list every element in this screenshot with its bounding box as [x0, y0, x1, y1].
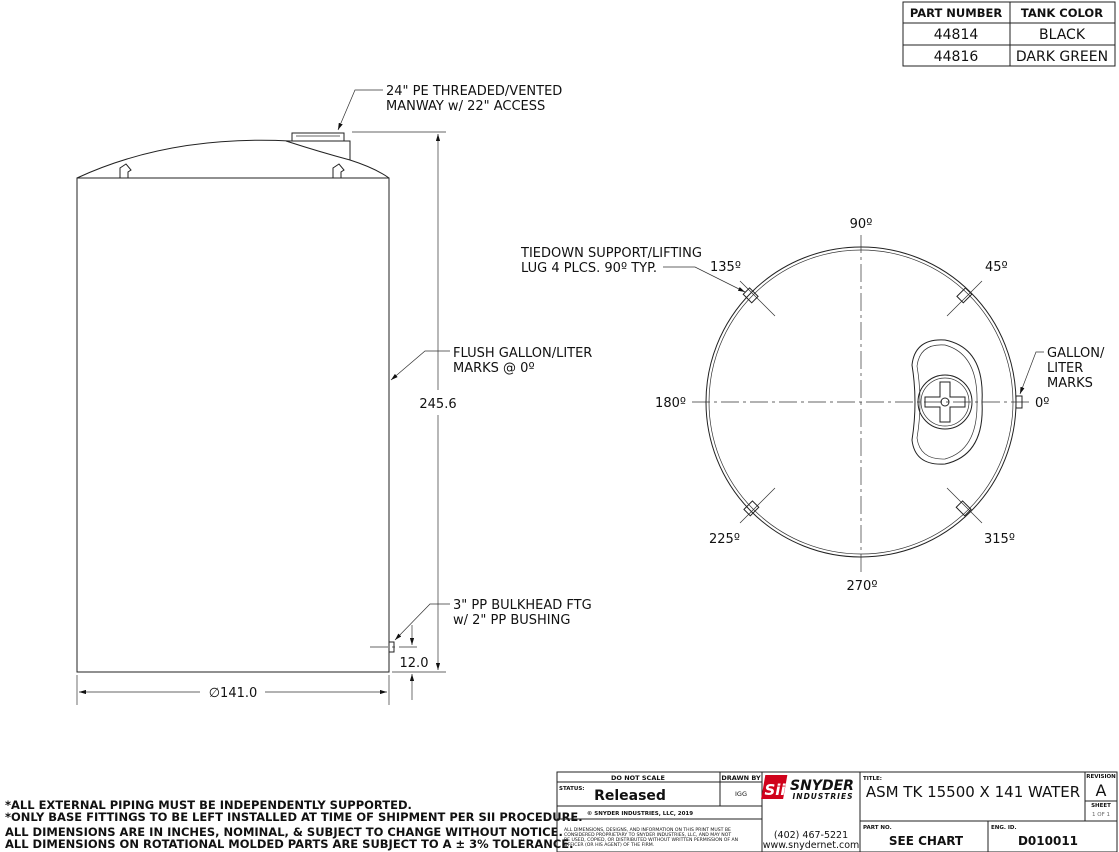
gallon-marks-icon: [1015, 395, 1023, 409]
lug-icon: [743, 500, 760, 517]
note: *ONLY BASE FITTINGS TO BE LEFT INSTALLED…: [5, 810, 583, 824]
part-no-label: PART NO.: [863, 825, 892, 831]
gallon-callout: FLUSH GALLON/LITER: [453, 346, 592, 361]
cell-color: DARK GREEN: [1016, 49, 1108, 65]
lug-icon: [956, 287, 973, 304]
gallon-plan-callout: GALLON/: [1047, 346, 1105, 361]
manway-plan-icon: [911, 339, 983, 465]
note: *ALL EXTERNAL PIPING MUST BE INDEPENDENT…: [5, 798, 412, 812]
website[interactable]: www.snydernet.com: [763, 840, 860, 851]
eng-id: D010011: [1018, 834, 1078, 848]
lug-icon: [742, 287, 759, 304]
part-no: SEE CHART: [889, 834, 964, 848]
angle-0: 0º: [1035, 396, 1049, 411]
status-value: Released: [594, 788, 666, 804]
logo-name: SNYDER: [790, 778, 854, 794]
revision: A: [1096, 781, 1107, 800]
proprietary-text: OFFICER (OR HIS AGENT) OF THE FIRM.: [564, 842, 654, 848]
angle-45: 45º: [985, 260, 1008, 275]
manway-icon: [285, 132, 351, 161]
gallon-callout: MARKS @ 0º: [453, 361, 535, 376]
manway-callout: 24" PE THREADED/VENTED: [386, 84, 562, 99]
sheet-label: SHEET: [1091, 803, 1111, 809]
phone: (402) 467-5221: [774, 830, 848, 841]
drawn-by-label: DRAWN BY: [721, 774, 761, 782]
height-dimension: 245.6: [419, 397, 456, 412]
fitting-height-dimension: 12.0: [400, 656, 429, 671]
revision-label: REVISION: [1086, 774, 1116, 780]
logo-sub: INDUSTRIES: [793, 792, 854, 801]
plan-view: TIEDOWN SUPPORT/LIFTING LUG 4 PLCS. 90º …: [520, 217, 1105, 594]
drawing-title: ASM TK 15500 X 141 WATER: [866, 783, 1080, 801]
logo-mark: Sii: [764, 781, 786, 799]
angle-180: 180º: [655, 396, 686, 411]
notes: *ALL EXTERNAL PIPING MUST BE INDEPENDENT…: [5, 798, 583, 851]
drawn-by: IGG: [735, 790, 747, 798]
header-part-number: PART NUMBER: [910, 6, 1002, 20]
proprietary-text: CONSIDERED PROPRIETARY TO SNYDER INDUSTR…: [564, 832, 731, 838]
tiedown-callout: TIEDOWN SUPPORT/LIFTING: [520, 246, 702, 261]
do-not-scale: DO NOT SCALE: [611, 774, 665, 782]
manway-callout: MANWAY w/ 22" ACCESS: [386, 99, 545, 114]
sheet: 1 OF 1: [1092, 812, 1110, 818]
gallon-plan-callout: LITER: [1047, 361, 1083, 376]
angle-270: 270º: [847, 579, 878, 594]
header-tank-color: TANK COLOR: [1021, 6, 1103, 20]
lug-icon: [955, 500, 972, 517]
angle-225: 225º: [709, 532, 740, 547]
eng-id-label: ENG. ID.: [991, 825, 1017, 831]
status-label: STATUS:: [559, 786, 585, 792]
cell-color: BLACK: [1039, 27, 1086, 43]
proprietary-text: ALL DIMENSIONS, DESIGNS, AND INFORMATION…: [564, 827, 731, 833]
note: ALL DIMENSIONS ARE IN INCHES, NOMINAL, &…: [5, 825, 563, 839]
title-block: DO NOT SCALE DRAWN BY IGG STATUS: Releas…: [556, 771, 1118, 852]
note: ALL DIMENSIONS ON ROTATIONAL MOLDED PART…: [5, 837, 574, 851]
diameter-dimension: ∅141.0: [209, 686, 258, 701]
bulkhead-callout: w/ 2" PP BUSHING: [453, 613, 570, 628]
angle-90: 90º: [850, 217, 873, 232]
title-label: TITLE:: [863, 776, 882, 782]
snyder-logo: Sii SNYDER INDUSTRIES: [761, 775, 854, 801]
proprietary-text: BE USED, COPIED, OR DISTRIBUTED WITHOUT …: [564, 837, 738, 843]
parts-table: PART NUMBER TANK COLOR 44814 BLACK 44816…: [902, 1, 1116, 67]
cell-part: 44814: [934, 27, 979, 43]
angle-315: 315º: [984, 532, 1015, 547]
elevation-view: 24" PE THREADED/VENTED MANWAY w/ 22" ACC…: [76, 84, 592, 705]
copyright: © SNYDER INDUSTRIES, LLC, 2019: [587, 811, 693, 817]
tiedown-callout: LUG 4 PLCS. 90º TYP.: [521, 261, 657, 276]
cell-part: 44816: [934, 49, 979, 65]
bulkhead-callout: 3" PP BULKHEAD FTG: [453, 598, 592, 613]
angle-135: 135º: [710, 260, 741, 275]
gallon-plan-callout: MARKS: [1047, 376, 1093, 391]
lug-icon: [332, 163, 345, 178]
lug-icon: [119, 163, 132, 178]
